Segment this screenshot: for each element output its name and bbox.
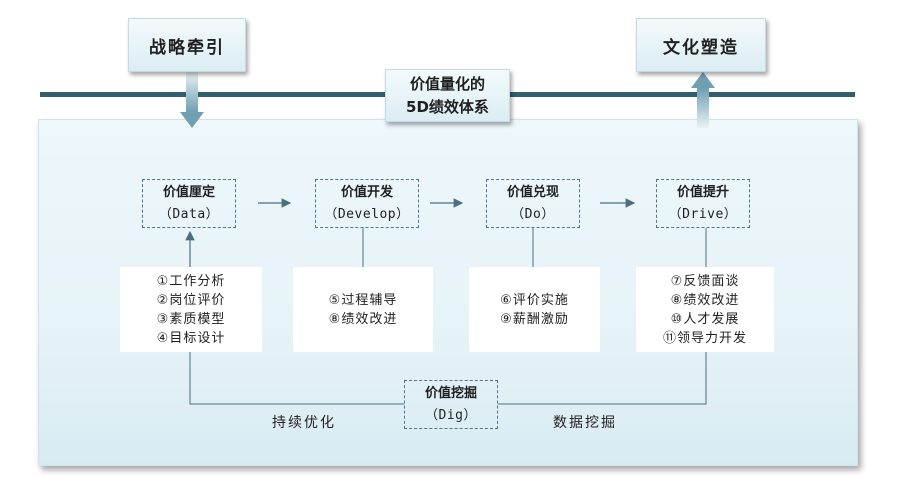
culture-label: 文化塑造 <box>663 37 739 58</box>
stage-name: 价值厘定 <box>162 184 215 200</box>
connector-drive-dig <box>498 352 707 405</box>
list-item: ③素质模型 <box>156 311 226 327</box>
system-title-line1: 价值量化的 <box>409 74 485 93</box>
system-title-box: 价值量化的 5D绩效体系 <box>385 69 510 122</box>
list-item: ⑩人才发展 <box>670 311 740 327</box>
data-items-box: ①工作分析 ②岗位评价 ③素质模型 ④目标设计 <box>120 267 262 352</box>
stage-name: 价值兑现 <box>506 184 559 200</box>
stage-en: （Develop） <box>324 206 410 222</box>
list-item: ④目标设计 <box>156 330 226 346</box>
up-arrow-icon <box>691 72 715 128</box>
list-item: ⑧绩效改进 <box>328 311 398 327</box>
list-item: ⑪领导力开发 <box>662 330 747 346</box>
system-title-line2: 5D绩效体系 <box>406 97 489 116</box>
list-item: ⑥评价实施 <box>500 292 569 308</box>
stage-name: 价值提升 <box>676 184 729 200</box>
list-item: ⑤过程辅导 <box>328 292 398 308</box>
stage-name: 价值挖掘 <box>424 385 477 401</box>
culture-box: 文化塑造 <box>636 18 766 72</box>
strategy-label: 战略牵引 <box>149 37 225 58</box>
stage-en: （Do） <box>511 206 555 222</box>
drive-items-box: ⑦反馈面谈 ⑧绩效改进 ⑩人才发展 ⑪领导力开发 <box>636 267 774 352</box>
stage-do-box: 价值兑现 （Do） <box>486 179 580 228</box>
continuous-optimization-label: 持续优化 <box>272 415 336 431</box>
list-item: ⑧绩效改进 <box>670 292 740 308</box>
data-mining-label: 数据挖掘 <box>553 415 617 431</box>
stage-develop-box: 价值开发 （Develop） <box>315 179 419 228</box>
strategy-box: 战略牵引 <box>128 18 246 72</box>
stage-dig-box: 价值挖掘 （Dig） <box>404 380 498 429</box>
stage-en: （Drive） <box>668 206 738 222</box>
list-item: ②岗位评价 <box>156 292 226 308</box>
connector-dig-data <box>189 352 404 405</box>
stage-en: （Dig） <box>425 407 477 423</box>
stage-name: 价值开发 <box>340 184 393 200</box>
down-arrow-icon <box>180 72 204 128</box>
list-item: ⑨薪酬激励 <box>500 311 569 327</box>
stage-drive-box: 价值提升 （Drive） <box>656 179 750 228</box>
stage-en: （Data） <box>158 206 220 222</box>
list-item: ⑦反馈面谈 <box>670 273 740 289</box>
do-items-box: ⑥评价实施 ⑨薪酬激励 <box>469 267 600 352</box>
develop-items-box: ⑤过程辅导 ⑧绩效改进 <box>293 267 433 352</box>
list-item: ①工作分析 <box>156 273 226 289</box>
stage-data-box: 价值厘定 （Data） <box>142 179 236 228</box>
